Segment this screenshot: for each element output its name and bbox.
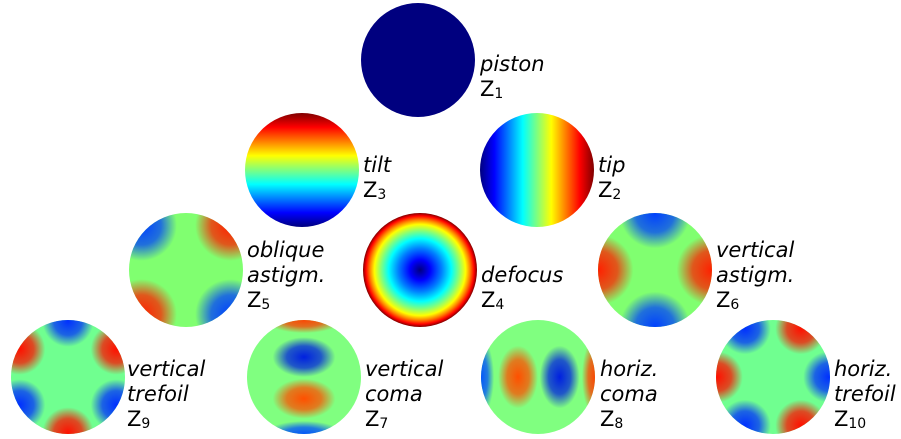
defocus-disk (363, 213, 477, 327)
horiz-coma-name-line: coma (600, 382, 658, 406)
oblique-astigm-name-line: oblique (247, 238, 325, 262)
oblique-astigm-name-line: astigm. (247, 263, 326, 287)
tip-name-line: tip (598, 153, 626, 177)
defocus-zernike-index: Z4 (481, 288, 505, 313)
piston-disk (361, 3, 475, 117)
vertical-trefoil-disk (11, 320, 125, 434)
tilt-zernike-index: Z3 (363, 178, 387, 203)
defocus-name-line: defocus (481, 263, 564, 287)
vertical-coma-zernike-index: Z7 (365, 407, 389, 432)
horiz-coma-disk (481, 320, 595, 434)
vertical-trefoil-zernike-index: Z9 (127, 407, 151, 432)
piston-zernike-index: Z1 (480, 77, 504, 102)
vertical-astigm-name-line: astigm. (716, 263, 795, 287)
vertical-astigm-disk (598, 213, 712, 327)
tilt-name-line: tilt (363, 153, 392, 177)
horiz-trefoil-disk (716, 320, 830, 434)
piston-name-line: piston (480, 52, 545, 76)
oblique-astigm-zernike-index: Z5 (247, 288, 271, 313)
tip-zernike-index: Z2 (598, 178, 622, 203)
vertical-coma-name-line: vertical (365, 357, 444, 381)
vertical-coma-disk (247, 320, 361, 434)
oblique-astigm-disk (129, 213, 243, 327)
horiz-coma-name-line: horiz. (600, 357, 659, 381)
vertical-astigm-name-line: vertical (716, 238, 795, 262)
vertical-trefoil-name-line: trefoil (127, 382, 189, 406)
vertical-trefoil-name-line: vertical (127, 357, 206, 381)
horiz-coma-zernike-index: Z8 (600, 407, 624, 432)
vertical-coma-name-line: coma (365, 382, 423, 406)
tip-disk (480, 113, 594, 227)
tilt-disk (245, 113, 359, 227)
horiz-trefoil-name-line: trefoil (834, 382, 896, 406)
horiz-trefoil-zernike-index: Z10 (834, 407, 867, 432)
vertical-astigm-zernike-index: Z6 (716, 288, 740, 313)
horiz-trefoil-name-line: horiz. (834, 357, 893, 381)
